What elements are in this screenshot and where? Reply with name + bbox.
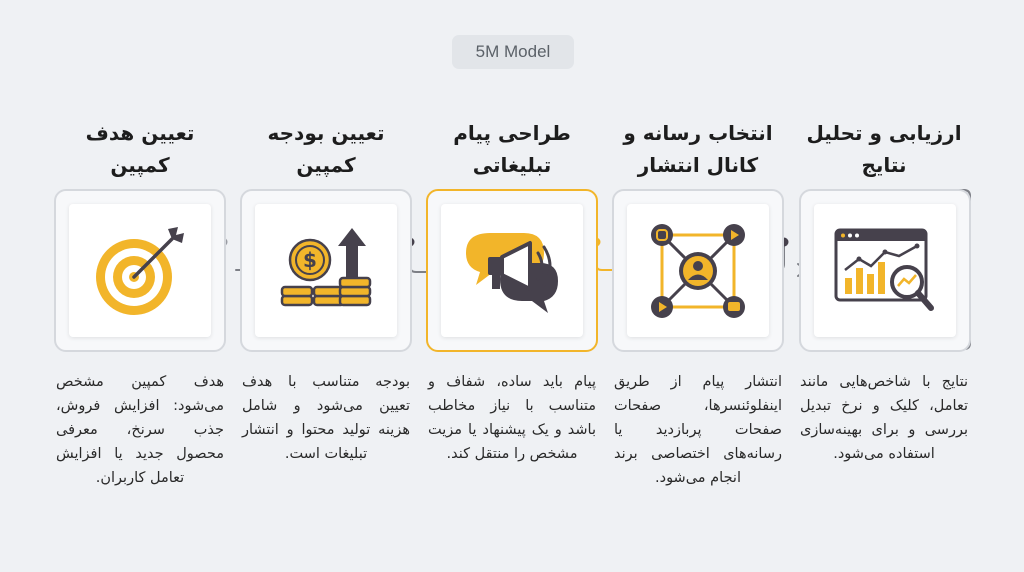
step-card-message	[426, 189, 598, 352]
media-network-icon	[651, 223, 745, 318]
step-description-message: پیام باید ساده، شفاف و متناسب با نیاز مخ…	[428, 374, 596, 462]
step-description-media: انتشار پیام از طریق اینفلوئنسرها، صفحات …	[614, 374, 782, 486]
coins-growth-icon: $	[280, 227, 372, 306]
step-card-goal	[54, 189, 226, 352]
analytics-chart-magnifier-icon	[834, 228, 934, 311]
step-card-media	[612, 189, 784, 352]
svg-text:$: $	[303, 248, 317, 272]
step-description-goal: هدف کمپین مشخص می‌شود: افزایش فروش، جذب …	[56, 374, 224, 486]
step-description-budget: بودجه متناسب با هدف تعیین می‌شود و شامل …	[242, 374, 410, 462]
megaphone-chat-icon	[466, 232, 558, 313]
step-card-evaluation	[799, 189, 971, 352]
step-title-media: انتخاب رسانه و کانال انتشار	[623, 121, 773, 177]
step-card-budget: $	[240, 189, 412, 352]
target-arrow-icon	[96, 226, 184, 315]
step-title-budget: تعیین بودجه کمپین	[267, 121, 385, 177]
step-title-message: طراحی پیام تبلیغاتی	[453, 121, 571, 177]
step-title-evaluation: ارزیابی و تحلیل نتایج	[806, 121, 962, 177]
step-title-goal: تعیین هدف کمپین	[85, 121, 195, 177]
model-label-badge: 5M Model	[452, 35, 574, 69]
step-description-evaluation: نتایج با شاخص‌هایی مانند تعامل، کلیک و ن…	[800, 374, 968, 462]
